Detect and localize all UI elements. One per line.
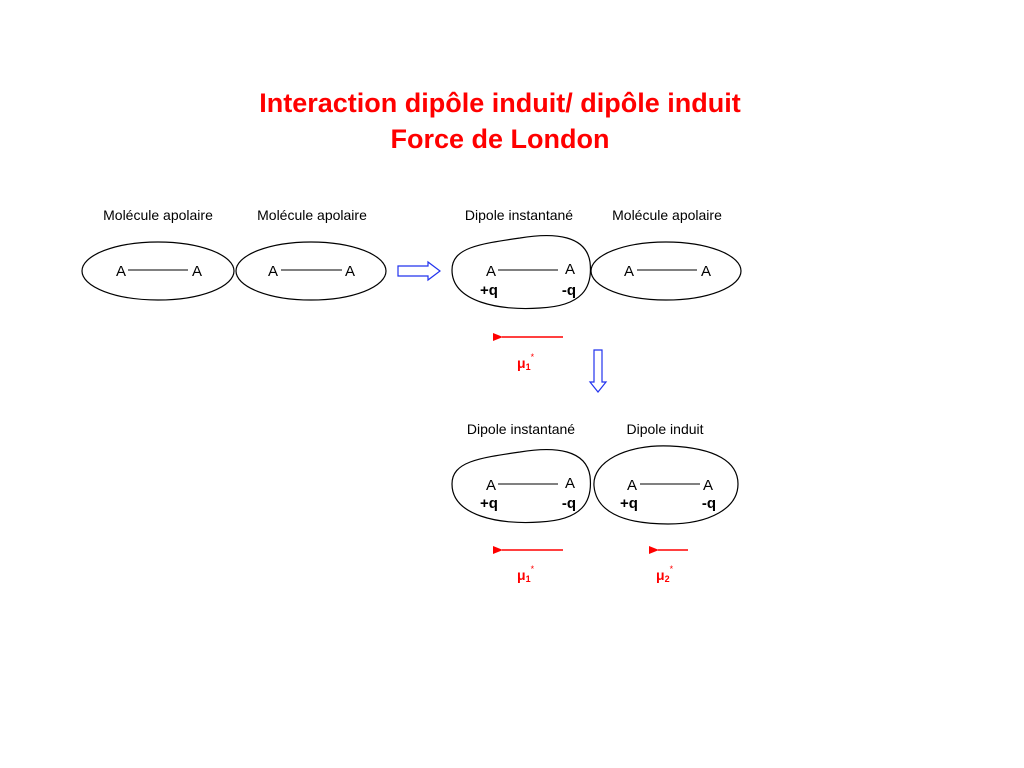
atom-label: A [565, 261, 575, 278]
caption-induced-dipole: Dipole induit [626, 421, 703, 437]
instantaneous-dipole-2: A A +q -q [451, 449, 592, 524]
apolar-molecule-1: A A [81, 241, 235, 301]
caption-apolar-molecule-1: Molécule apolaire [103, 207, 213, 223]
atom-label: A [624, 263, 634, 280]
charge-positive: +q [620, 495, 638, 512]
caption-apolar-molecule-2: Molécule apolaire [257, 207, 367, 223]
charge-negative: -q [562, 282, 576, 299]
instantaneous-dipole: A A +q -q [451, 235, 592, 310]
dipole-moment-label-1: μ1* [517, 352, 535, 372]
atom-label: A [268, 263, 278, 280]
caption-instantaneous-dipole: Dipole instantané [465, 207, 573, 223]
charge-positive: +q [480, 495, 498, 512]
charge-negative: -q [562, 495, 576, 512]
molecule-envelope [235, 241, 387, 301]
dipole-envelope [451, 235, 592, 310]
charge-positive: +q [480, 282, 498, 299]
hollow-right-arrow-icon [397, 260, 441, 282]
atom-label: A [701, 263, 711, 280]
atom-label: A [627, 477, 637, 494]
atom-label: A [192, 263, 202, 280]
induced-dipole: A A +q -q [593, 445, 739, 525]
dipole-moment-label-1b: μ1* [517, 564, 535, 584]
molecule-envelope [590, 241, 742, 301]
title-line-2: Force de London [390, 124, 610, 154]
atom-label: A [486, 477, 496, 494]
title-line-1: Interaction dipôle induit/ dipôle induit [259, 88, 741, 118]
apolar-molecule-3: A A [590, 241, 742, 301]
charge-negative: -q [702, 495, 716, 512]
caption-apolar-molecule: Molécule apolaire [612, 207, 722, 223]
molecule-envelope [81, 241, 235, 301]
caption-instantaneous-dipole-2: Dipole instantané [467, 421, 575, 437]
atom-label: A [565, 475, 575, 492]
atom-label: A [486, 263, 496, 280]
atom-label: A [116, 263, 126, 280]
dipole-moment-label-2: μ2* [656, 564, 674, 584]
hollow-down-arrow-icon [588, 349, 608, 393]
atom-label: A [345, 263, 355, 280]
dipole-envelope [593, 445, 739, 525]
dipole-envelope [451, 449, 592, 524]
apolar-molecule-2: A A [235, 241, 387, 301]
atom-label: A [703, 477, 713, 494]
